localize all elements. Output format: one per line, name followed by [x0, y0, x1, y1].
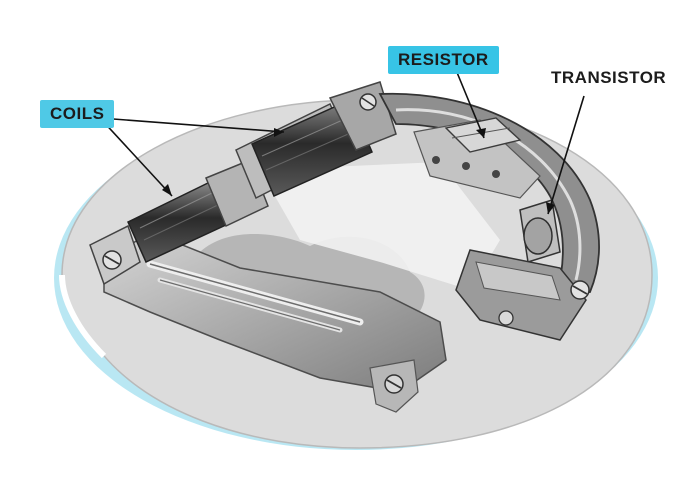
- resistor-leader: [455, 69, 485, 139]
- transistor-arrow: [546, 202, 555, 214]
- coils-leader-left: [99, 117, 173, 197]
- transistor-leader: [547, 95, 585, 215]
- resistor-arrow: [476, 128, 486, 138]
- coils-arrow-left: [162, 184, 172, 196]
- lower-bracket: [103, 231, 447, 413]
- coils-leader-upper: [99, 117, 285, 133]
- coils-arrow-upper: [274, 128, 284, 137]
- transistor-label: TRANSISTOR: [545, 66, 673, 90]
- leader-lines: [99, 69, 585, 215]
- coil-upper: [235, 81, 397, 200]
- resistor-label: RESISTOR: [388, 46, 499, 74]
- coils-label: COILS: [40, 100, 115, 128]
